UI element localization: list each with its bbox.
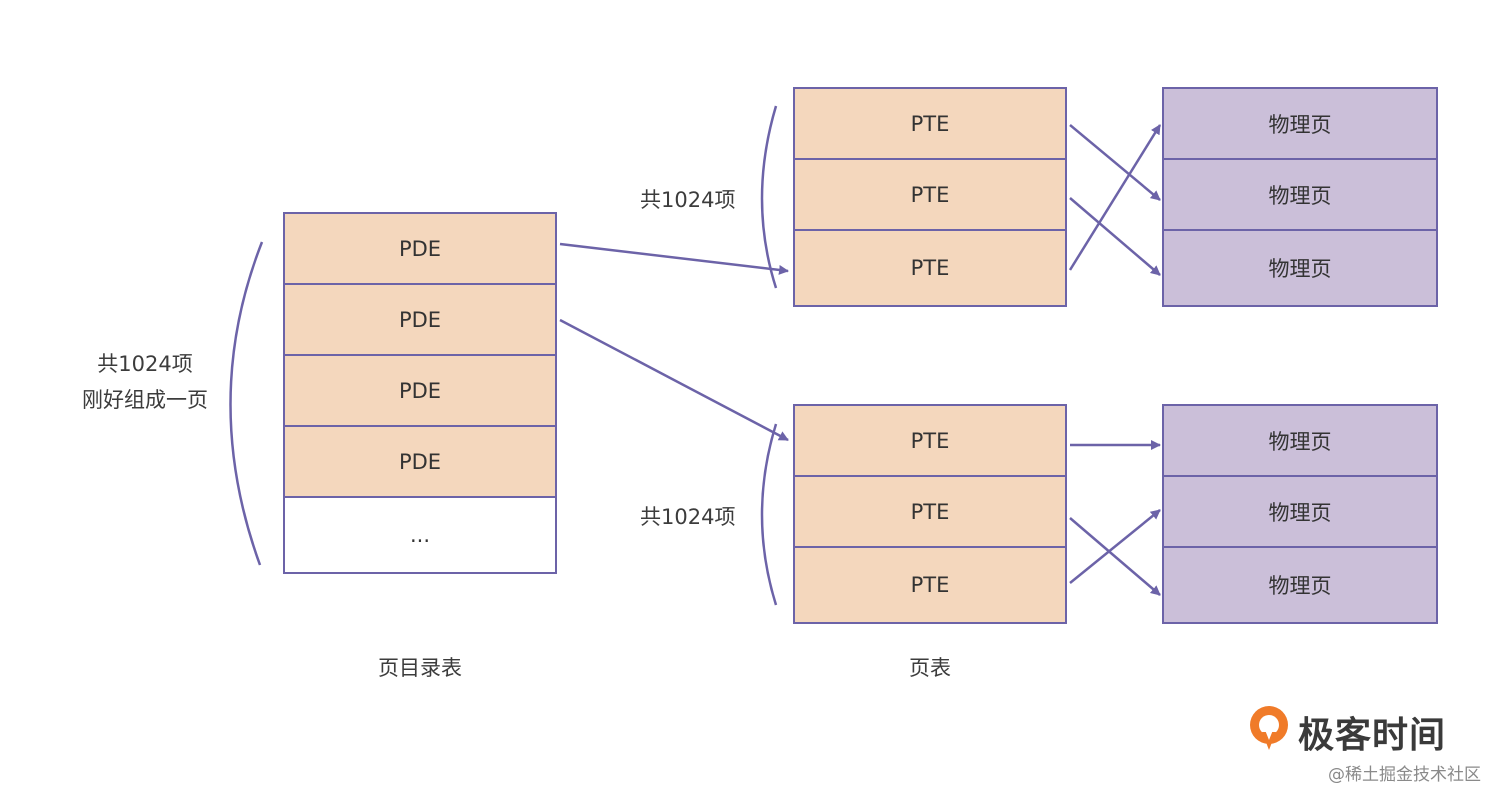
physical-page: 物理页: [1162, 475, 1438, 548]
watermark: @稀土掘金技术社区: [1328, 765, 1481, 785]
arrow-t1-pte3: [1068, 124, 1162, 271]
pte-entry: PTE: [793, 475, 1067, 548]
pde-entry: PDE: [283, 212, 557, 285]
pte-entry: PTE: [793, 404, 1067, 477]
pte-entry: PTE: [793, 158, 1067, 231]
arrow-t2-pte2: [1069, 517, 1161, 596]
arrow-t1-pte2: [1069, 197, 1161, 276]
physical-page: 物理页: [1162, 229, 1438, 307]
page-table-caption: 页表: [909, 656, 951, 680]
pde-ellipsis: ...: [283, 496, 557, 574]
pte-entry: PTE: [793, 87, 1067, 160]
directory-count-line2: 刚好组成一页: [82, 388, 208, 412]
directory-count-line1: 共1024项: [97, 352, 193, 376]
physical-page: 物理页: [1162, 546, 1438, 624]
brand-name: 极客时间: [1298, 715, 1447, 756]
directory-brace: [229, 241, 264, 566]
directory-count-note: 共1024项 刚好组成一页: [60, 348, 230, 414]
pde-entry: PDE: [283, 354, 557, 427]
page-table-2-count-note: 共1024项: [640, 505, 736, 529]
physical-page: 物理页: [1162, 87, 1438, 160]
pde-entry: PDE: [283, 425, 557, 498]
pde-entry: PDE: [283, 283, 557, 356]
geektime-logo-icon: [1250, 706, 1288, 750]
arrow-t2-pte3: [1069, 509, 1161, 584]
pte-entry: PTE: [793, 229, 1067, 307]
arrow-t1-pte1: [1069, 124, 1161, 201]
arrow-pde2-to-table2: [559, 318, 789, 442]
page-table-1-count-note: 共1024项: [640, 188, 736, 212]
physical-page: 物理页: [1162, 404, 1438, 477]
page-table-1-brace: [760, 105, 778, 289]
pte-entry: PTE: [793, 546, 1067, 624]
directory-caption: 页目录表: [378, 656, 462, 680]
page-table-2-brace: [760, 423, 778, 606]
physical-page: 物理页: [1162, 158, 1438, 231]
arrow-pde1-to-table1: [559, 242, 789, 275]
